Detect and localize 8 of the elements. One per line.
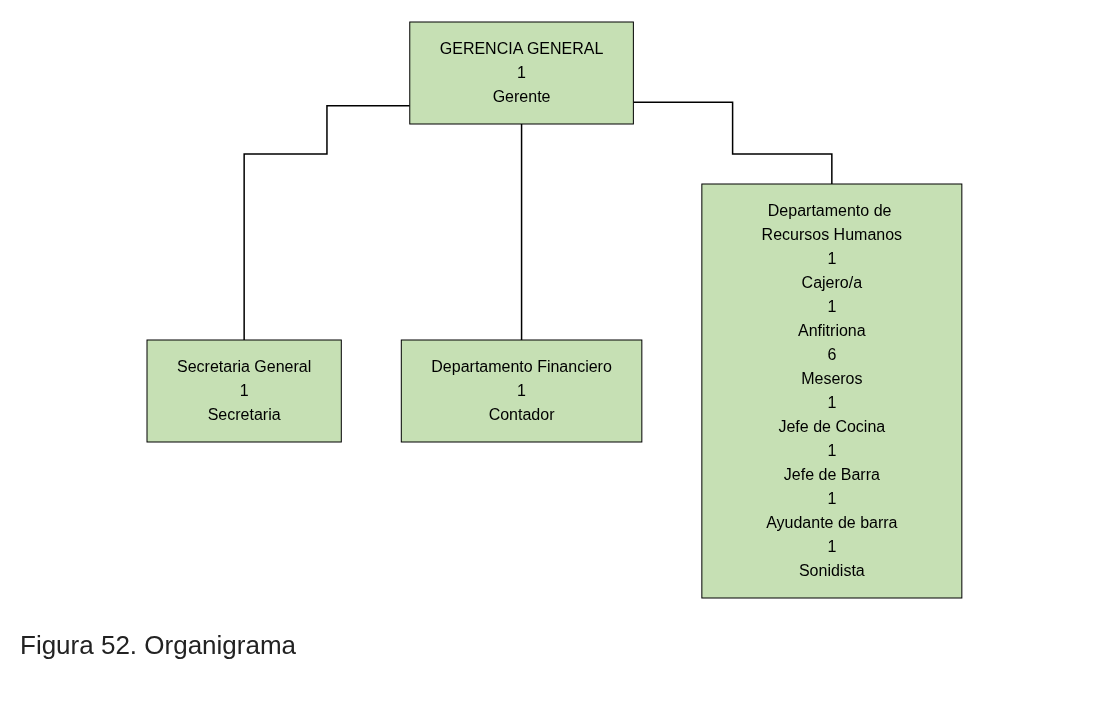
connector <box>520 123 523 341</box>
connector <box>632 101 833 185</box>
node-box: Departamento de Recursos Humanos 1 Cajero/a 1 Anfitriona 6 Meseros 1 Jefe de Cocina 1 Jefe de Barra 1 Ayudante de barra 1 Sonidista <box>701 183 963 599</box>
node-box: GERENCIA GENERAL 1 Gerente <box>409 21 634 125</box>
node-box: Departamento Financiero 1 Contador <box>400 339 643 443</box>
node-box: Secretaria General 1 Secretaria <box>146 339 342 443</box>
figure-caption: Figura 52. Organigrama <box>20 630 297 661</box>
connector <box>243 104 411 341</box>
